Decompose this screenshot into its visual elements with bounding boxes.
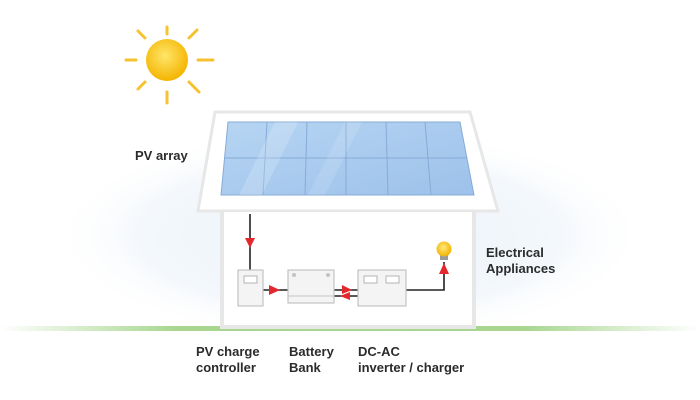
arrow-battery-to-inverter bbox=[342, 285, 352, 294]
charge-controller bbox=[237, 269, 264, 307]
flow-arrows bbox=[245, 238, 449, 300]
inverter-label-line-2: inverter / charger bbox=[358, 360, 465, 375]
appliances-label-line-1: Electrical bbox=[486, 245, 544, 260]
battery-bank bbox=[287, 269, 335, 304]
inverter-label: DC-AC inverter / charger bbox=[358, 344, 464, 376]
appliances-label-line-2: Appliances bbox=[486, 261, 556, 276]
electrical-appliances-label: Electrical Appliances bbox=[486, 245, 555, 277]
charge-controller-label: PV charge controller bbox=[196, 344, 260, 376]
inverter-charger bbox=[357, 269, 407, 307]
arrow-controller-to-battery bbox=[269, 285, 280, 295]
arrow-panel-to-controller bbox=[245, 238, 255, 248]
battery-bank-label-line-2: Bank bbox=[289, 360, 321, 375]
sun-icon bbox=[124, 25, 215, 105]
inverter-label-line-1: DC-AC bbox=[358, 344, 400, 359]
arrow-inverter-to-battery bbox=[340, 292, 350, 300]
house-walls bbox=[220, 212, 476, 329]
pv-array-label: PV array bbox=[135, 148, 188, 163]
battery-bank-label: Battery Bank bbox=[289, 344, 334, 376]
charge-controller-label-line-1: PV charge bbox=[196, 344, 260, 359]
battery-bank-label-line-1: Battery bbox=[289, 344, 334, 359]
arrow-inverter-to-appliances bbox=[439, 263, 449, 274]
charge-controller-label-line-2: controller bbox=[196, 360, 256, 375]
light-bulb-icon bbox=[436, 241, 452, 260]
pv-array-panel bbox=[220, 121, 475, 196]
